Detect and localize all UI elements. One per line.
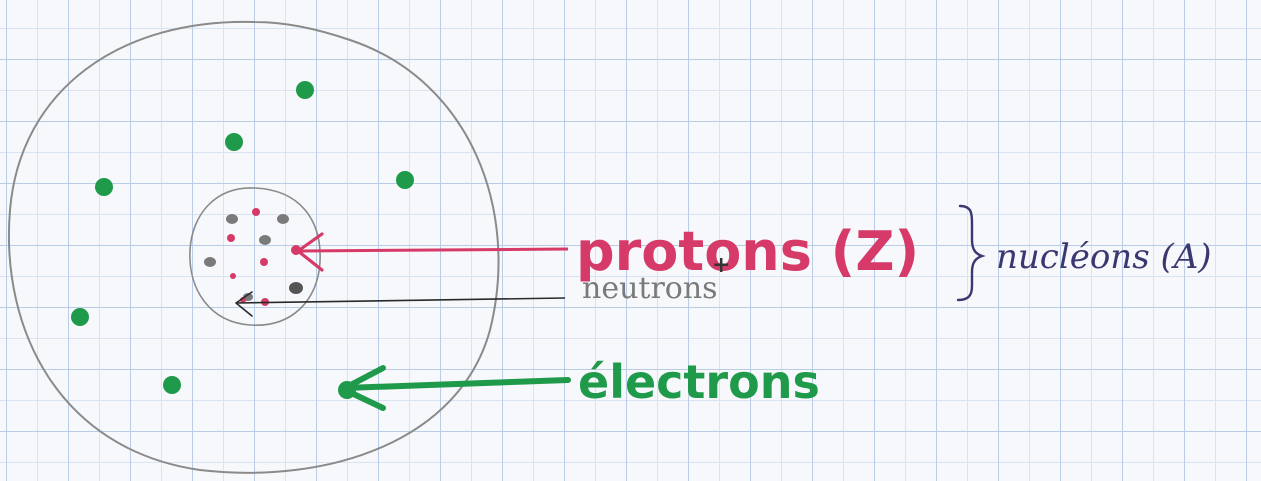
electron — [163, 376, 181, 394]
nucleons-label: nucléons (A) — [996, 237, 1212, 277]
protons-label: protons (Z) — [576, 220, 919, 283]
proton — [227, 234, 235, 242]
nucleus-outline — [189, 187, 321, 326]
atom-outline — [8, 20, 500, 474]
neutron — [259, 235, 271, 245]
electron — [396, 171, 414, 189]
neutron-arrow — [235, 291, 566, 317]
plus-mark: + — [712, 252, 730, 278]
proton-arrow — [296, 232, 569, 272]
neutron — [204, 257, 216, 267]
electron — [296, 81, 314, 99]
neutron — [277, 214, 289, 224]
electrons-group — [71, 81, 414, 399]
proton — [260, 258, 268, 266]
proton — [252, 208, 260, 216]
neutrons-label: neutrons — [582, 271, 718, 306]
electron — [95, 178, 113, 196]
neutron — [226, 214, 238, 224]
electron-arrow — [340, 365, 571, 411]
neutrons-group — [204, 214, 303, 301]
electrons-label: électrons — [578, 355, 820, 409]
proton — [230, 273, 236, 279]
electron — [225, 133, 243, 151]
nucleons-brace — [956, 204, 986, 302]
electron — [71, 308, 89, 326]
neutron — [289, 282, 303, 294]
protons-group — [227, 208, 301, 306]
